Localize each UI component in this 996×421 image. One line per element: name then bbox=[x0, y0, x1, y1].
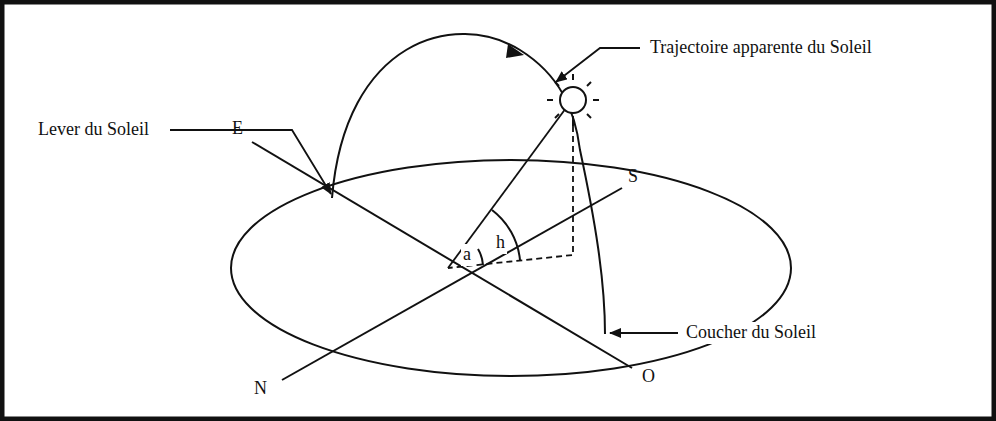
callout-label: Trajectoire apparente du Soleil bbox=[648, 37, 874, 59]
cardinal-point: N bbox=[252, 378, 269, 400]
east-west-axis bbox=[252, 142, 632, 368]
sun-symbol bbox=[547, 74, 599, 126]
cardinal-point: O bbox=[640, 366, 657, 388]
trajectory-arrow bbox=[506, 44, 524, 58]
leader-line bbox=[610, 332, 678, 334]
north-south-axis bbox=[282, 188, 622, 380]
cardinal-point: S bbox=[626, 166, 640, 188]
azimuth-arc bbox=[478, 249, 483, 265]
sun-direction-line bbox=[448, 108, 566, 268]
angle-label: h bbox=[494, 232, 507, 254]
leader-line bbox=[170, 130, 331, 194]
cardinal-point: E bbox=[230, 118, 245, 140]
leader-line bbox=[556, 48, 640, 82]
angle-label: a bbox=[461, 244, 473, 266]
projection-dashed bbox=[448, 116, 573, 268]
callout-label: Coucher du Soleil bbox=[684, 322, 818, 344]
callout-label: Lever du Soleil bbox=[36, 119, 151, 141]
sun-trajectory bbox=[332, 34, 605, 334]
height-arc bbox=[492, 210, 520, 260]
